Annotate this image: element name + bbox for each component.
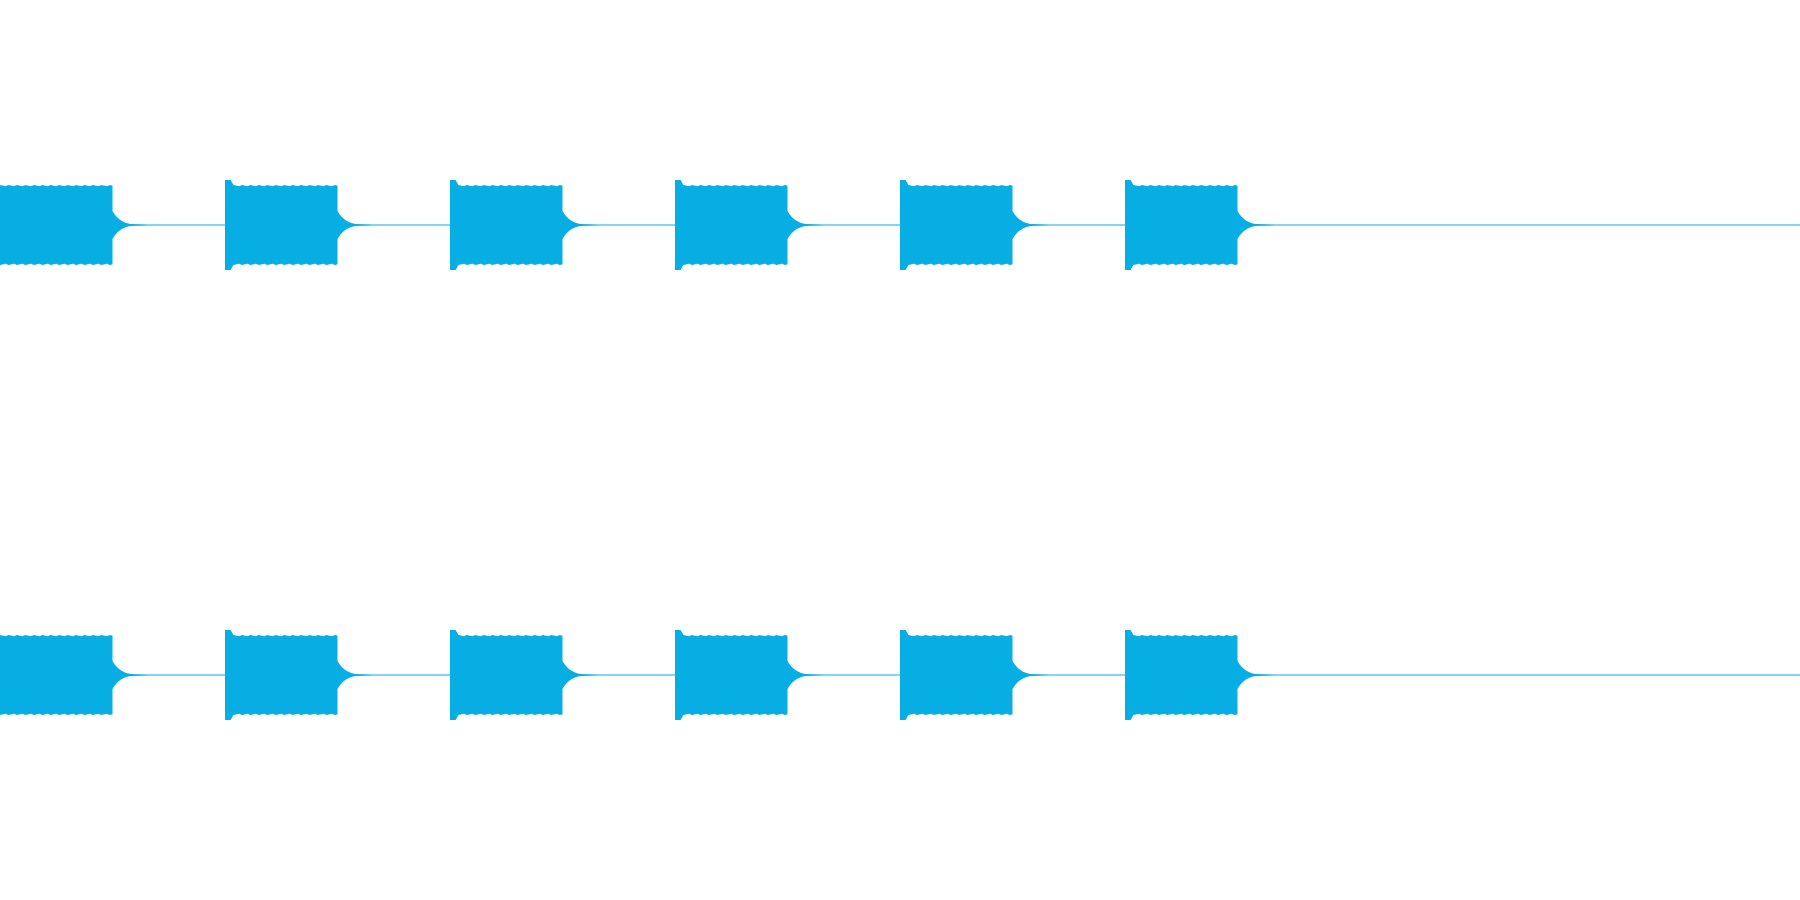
- waveform-burst: [1125, 180, 1293, 270]
- waveform-burst: [225, 630, 393, 720]
- channel-1-waveform: [0, 180, 1800, 270]
- waveform-burst: [450, 630, 618, 720]
- waveform-burst: [450, 180, 618, 270]
- waveform-burst: [1125, 630, 1293, 720]
- waveform-burst: [675, 180, 843, 270]
- waveform-burst: [900, 630, 1068, 720]
- waveform-burst: [0, 635, 168, 715]
- waveform-burst: [0, 185, 168, 265]
- waveform-burst: [675, 630, 843, 720]
- waveform-burst: [900, 180, 1068, 270]
- waveform-burst: [225, 180, 393, 270]
- channel-2-waveform: [0, 630, 1800, 720]
